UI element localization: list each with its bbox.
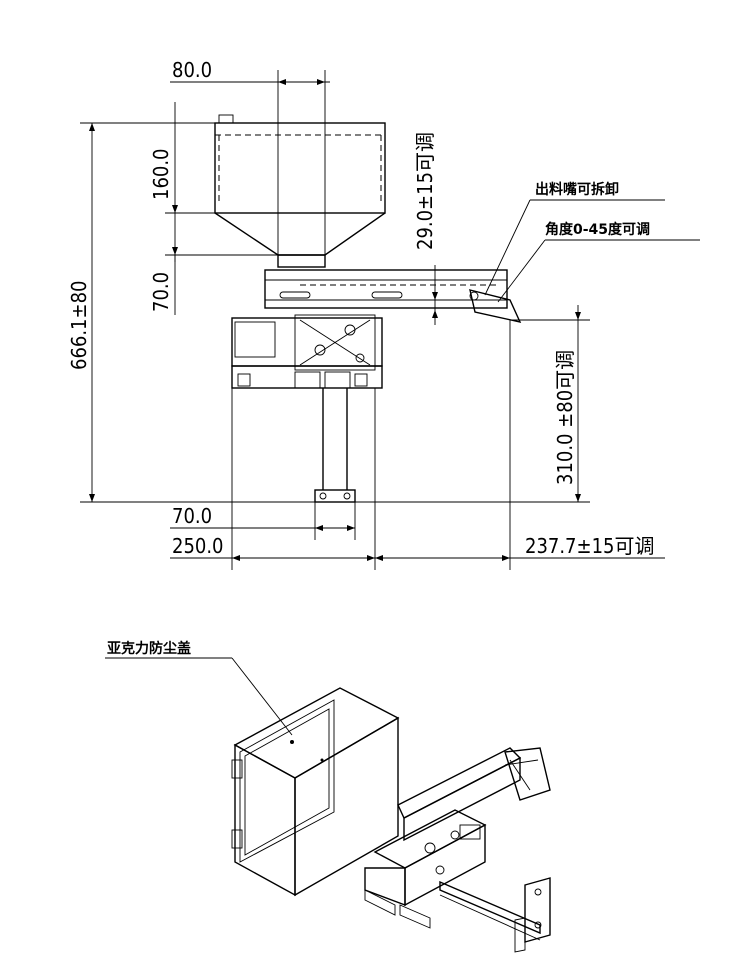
dim-overall-height: 666.1±80 xyxy=(67,281,91,370)
dim-width-top: 80.0 xyxy=(172,58,212,82)
hopper-box xyxy=(214,122,386,214)
hopper-neck xyxy=(277,254,326,268)
dimensions xyxy=(80,70,700,570)
callout-acrylic-cover: 亚克力防尘盖 xyxy=(107,640,191,657)
dim-neck-height: 70.0 xyxy=(149,272,173,312)
dim-output-height: 310.0 ±80可调 xyxy=(553,350,577,485)
hopper-lid-latch xyxy=(218,114,234,124)
dim-spout-reach: 237.7±15可调 xyxy=(525,534,654,558)
callout-angle-adjust: 角度0-45度可调 xyxy=(545,221,650,238)
vibrator-body xyxy=(231,317,383,367)
stand-foot xyxy=(314,489,356,503)
dim-base-outer: 250.0 xyxy=(172,534,224,558)
dim-spout-offset: 29.0±15可调 xyxy=(413,132,437,250)
discharge-spout xyxy=(469,289,522,323)
isometric-view xyxy=(105,657,551,953)
front-elevation xyxy=(214,114,522,503)
hopper-funnel xyxy=(214,212,386,256)
dim-base-inner: 70.0 xyxy=(172,504,212,528)
feeder-bar xyxy=(264,269,508,309)
base-plate xyxy=(231,365,383,389)
callout-spout-removable: 出料嘴可拆卸 xyxy=(535,181,619,198)
dim-hopper-height: 160.0 xyxy=(149,149,173,201)
